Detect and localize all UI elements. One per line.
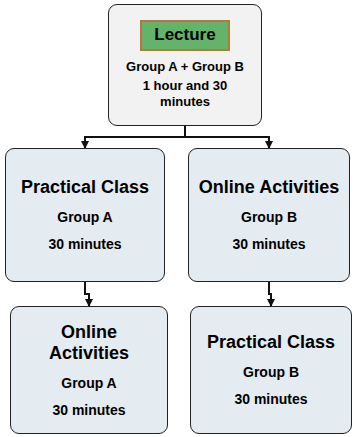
- activity-box: Online ActivitiesGroup A 30 minutes: [10, 306, 168, 434]
- activity-box: Practical ClassGroup B 30 minutes: [190, 306, 352, 434]
- box-title: Practical Class: [207, 332, 335, 354]
- flow-arrow: [85, 126, 185, 148]
- box-text: 30 minutes: [234, 391, 307, 408]
- box-title: Online Activities: [199, 177, 339, 199]
- box-text: Group B: [243, 364, 299, 381]
- box-text: 30 minutes: [48, 236, 121, 253]
- box-text: 30 minutes: [52, 402, 125, 419]
- flow-arrow: [185, 126, 269, 148]
- box-title: Lecture: [140, 20, 229, 50]
- activity-box: Online ActivitiesGroup B 30 minutes: [188, 148, 350, 282]
- box-title: Online Activities: [19, 322, 159, 365]
- flow-arrow: [85, 282, 89, 306]
- box-text: Group A: [61, 375, 116, 392]
- box-text: 1 hour and 30 minutes: [130, 78, 240, 109]
- lecture-box: LectureGroup A + Group B 1 hour and 30 mi…: [108, 4, 262, 126]
- activity-box: Practical ClassGroup A 30 minutes: [5, 148, 165, 282]
- box-text: 30 minutes: [232, 236, 305, 253]
- box-title: Practical Class: [21, 177, 149, 199]
- box-text: Group B: [241, 209, 297, 226]
- flow-arrow: [269, 282, 271, 306]
- box-text: Group A: [57, 209, 112, 226]
- box-text: Group A + Group B: [126, 59, 244, 75]
